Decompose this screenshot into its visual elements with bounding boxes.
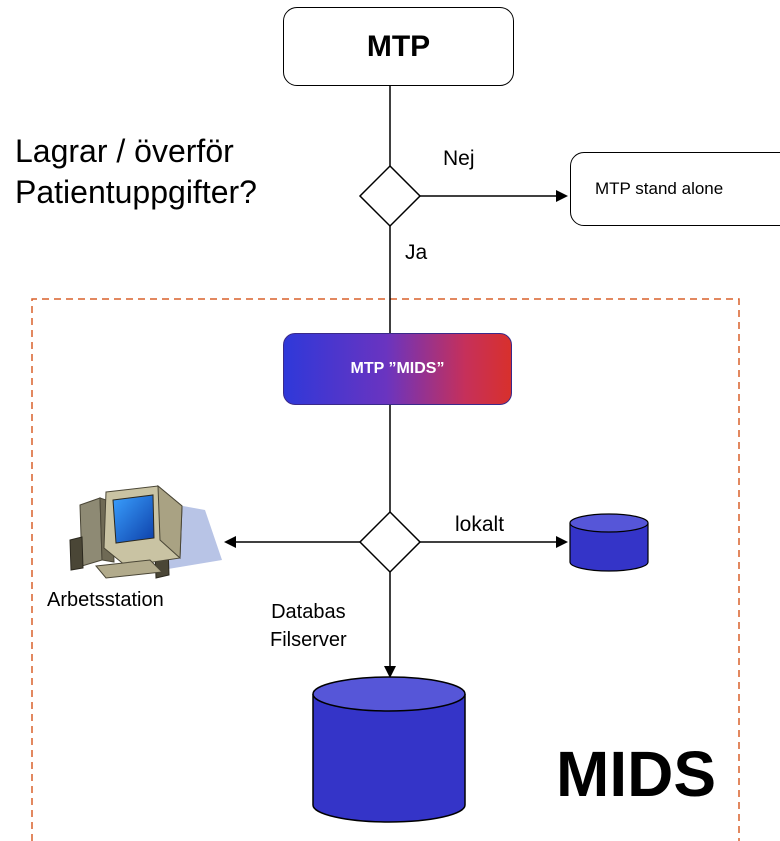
mtp-start-label: MTP [366,29,431,63]
decision-question: Lagrar / överför Patientuppgifter? [15,131,257,213]
mtp-standalone-label: MTP stand alone [595,179,724,198]
decision-diamond-patient-data [358,164,422,228]
branch-local-label: lokalt [455,513,505,536]
mtp-mids-box: MTP ”MIDS” [283,333,512,405]
mtp-standalone-box: MTP stand alone [570,152,780,226]
database-label-line-2: Filserver [270,629,347,651]
mtp-start-box: MTP [283,7,514,86]
database-server-cylinder-icon [312,676,466,823]
computer-workstation-icon [69,484,222,579]
question-line-1: Lagrar / överför [15,133,234,169]
database-cylinder-icon [569,513,649,572]
branch-yes-label: Ja [405,241,428,264]
mids-region-border [31,298,740,841]
workstation-label: Arbetsstation [47,589,164,611]
question-line-2: Patientuppgifter? [15,174,257,210]
decision-diamond-storage [358,510,422,574]
mtp-mids-label: MTP ”MIDS” [350,360,445,377]
database-label-line-1: Databas [271,601,346,623]
mids-region-title: MIDS [556,738,716,810]
database-label: Databas Filserver [270,598,347,654]
branch-no-label: Nej [443,147,475,170]
